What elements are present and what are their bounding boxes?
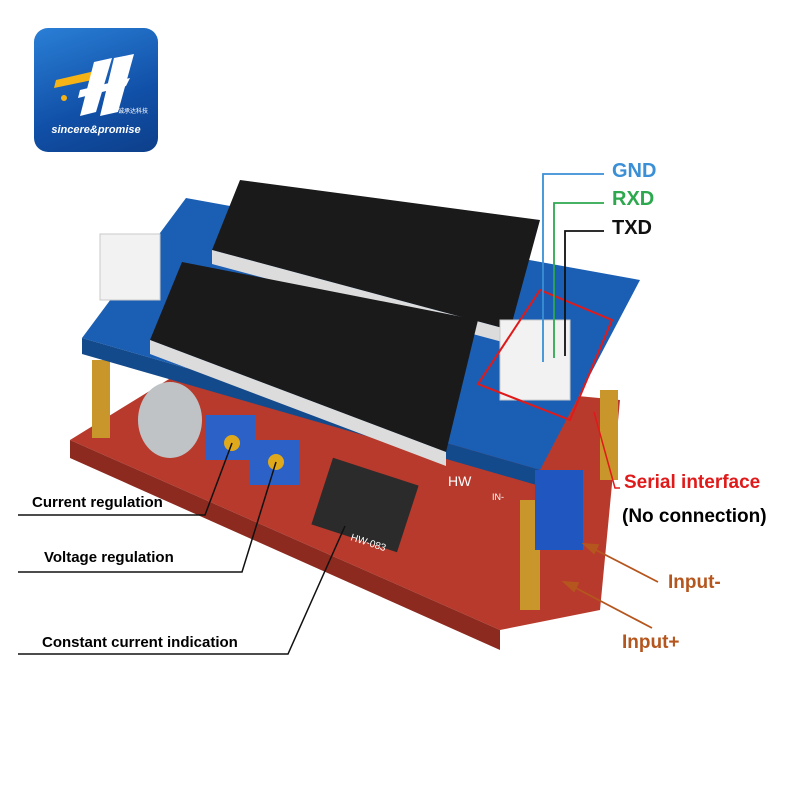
- input-negative-label: Input-: [668, 572, 721, 593]
- voltage-regulation-label: Voltage regulation: [44, 549, 174, 566]
- constant-current-indication-label: Constant current indication: [42, 634, 238, 651]
- txd-label: TXD: [612, 217, 652, 239]
- capacitor: [138, 382, 202, 458]
- brand-logo: 诚承达科技 sincere&promise: [34, 28, 158, 152]
- rxd-label: RXD: [612, 188, 655, 210]
- silk-mark: HW: [448, 473, 472, 489]
- serial-pin-lines: [542, 173, 604, 362]
- input-positive-label: Input+: [622, 632, 680, 653]
- no-connection-label: (No connection): [622, 506, 767, 527]
- inductor: [311, 457, 419, 553]
- logo-brand-text: sincere&promise: [51, 124, 141, 136]
- serial-highlight-box: [476, 288, 614, 422]
- display-lower: [150, 262, 478, 466]
- input-arrows: [561, 542, 659, 629]
- gnd-label: GND: [612, 160, 657, 182]
- serial-interface-label: Serial interface: [624, 472, 761, 493]
- serial-connector: [499, 319, 571, 401]
- silk-pin-mark: IN-: [492, 492, 504, 502]
- current-regulation-label: Current regulation: [32, 494, 163, 511]
- logo-emblem-icon: [54, 54, 134, 116]
- control-leader-lines: [18, 442, 346, 655]
- serial-interface-leader: [593, 411, 620, 489]
- input-terminal: [535, 470, 583, 550]
- logo-cn-text: 诚承达科技: [118, 109, 149, 115]
- left-connector: [99, 233, 161, 301]
